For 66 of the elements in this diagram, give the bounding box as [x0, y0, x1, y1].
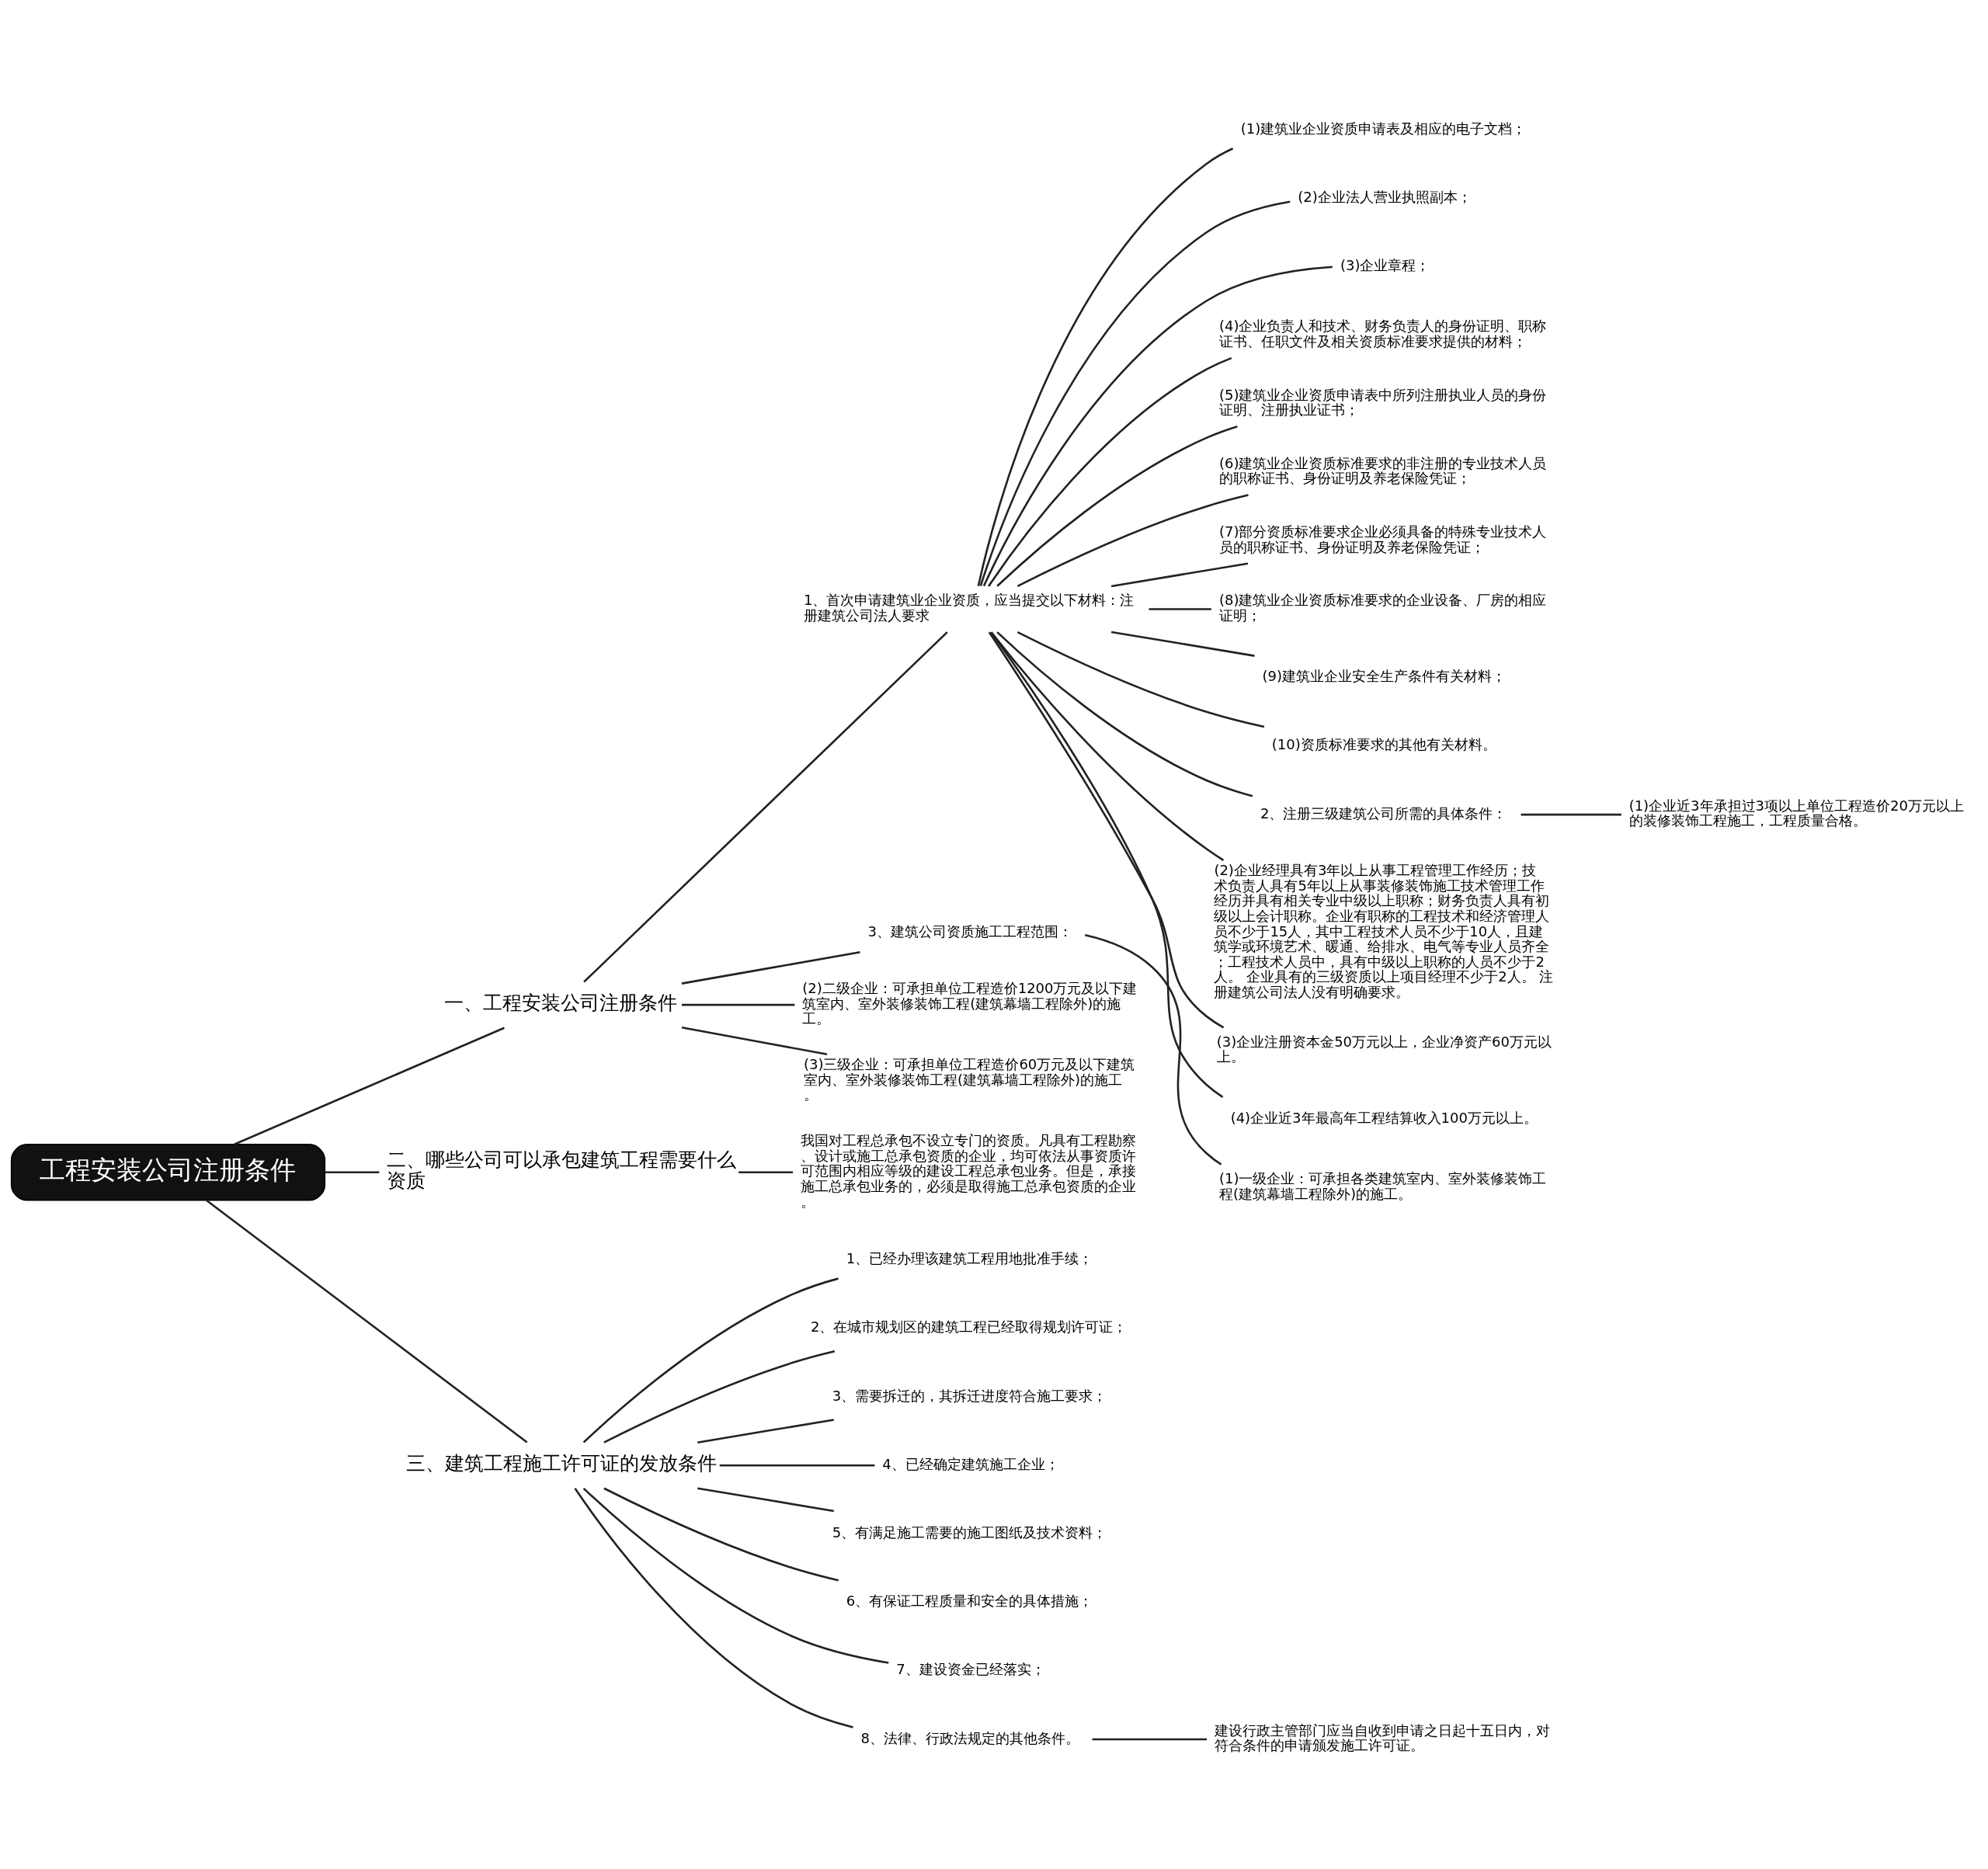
node-text: 7、建设资金已经落实；: [896, 1661, 1045, 1678]
connector: [681, 1026, 828, 1056]
connector: [990, 631, 1224, 1098]
connector: [1110, 631, 1255, 657]
connector: [1092, 1738, 1207, 1741]
node-text: (3)企业注册资本金50万元以上，企业净资产60万元以上。: [1216, 1033, 1552, 1065]
node-text: 3、需要拆迁的，其拆迁进度符合施工要求；: [832, 1387, 1107, 1404]
node-text: (8)建筑业企业资质标准要求的企业设备、厂房的相应证明；: [1218, 592, 1547, 624]
node-text: 2、在城市规划区的建筑工程已经取得规划许可证；: [810, 1318, 1128, 1336]
connector: [325, 1171, 380, 1174]
connector: [1110, 562, 1249, 588]
connector: [1085, 933, 1222, 1166]
connector: [979, 200, 1291, 586]
connector: [603, 1487, 839, 1582]
connector: [719, 1464, 875, 1467]
connector: [681, 950, 860, 985]
connector: [574, 1487, 853, 1728]
node-text: (2)企业经理具有3年以上从事工程管理工作经历；技术负责人具有5年以上从事装修装饰施工技术管理工作经历并具有相关专业中级以上职称；财务负责人具有初级以上会计职称。企业有职称的工程技术和经济管理人员不少于15人，其中工程技术人员不少于10人，且建筑学或环境艺术、暖通、给排水、电气等专业人员齐全；工程技术人员中，具有中级以上职称的人员不少于2人。 企业具有的三级资质以上项目经理不少于2人。 注册建筑公司法人没有明确要求。: [1214, 862, 1554, 1001]
node-text: (6)建筑业企业资质标准要求的非注册的专业技术人员的职称证书、身份证明及养老保险凭证；: [1218, 454, 1547, 487]
connector: [234, 1027, 505, 1145]
node-text: (5)建筑业企业资质申请表中所列注册执业人员的身份证明、注册执业证书；: [1218, 386, 1547, 419]
node-text: 二、哪些公司可以承包建筑工程需要什么资质: [387, 1148, 737, 1193]
connector: [1521, 813, 1621, 816]
node-text: 2、注册三级建筑公司所需的具体条件：: [1260, 804, 1507, 822]
node-text: 1、已经办理该建筑工程用地批准手续；: [846, 1250, 1093, 1267]
connector: [697, 1487, 834, 1513]
node-text: 一、工程安装公司注册条件: [443, 991, 677, 1014]
node-text: (3)三级企业：可承担单位工程造价60万元及以下建筑室内、室外装修装饰工程(建筑幕墙工程除外)的施工。: [803, 1056, 1135, 1103]
node-text: (7)部分资质标准要求企业必须具备的特殊专业技术人员的职称证书、身份证明及养老保险凭证；: [1218, 523, 1547, 555]
node-text: 6、有保证工程质量和安全的具体措施；: [846, 1593, 1093, 1610]
node-box: 工程安装公司注册条件: [10, 1144, 326, 1201]
connector: [988, 631, 1225, 1029]
connector: [603, 1350, 836, 1443]
node-text: 4、已经确定建筑施工企业；: [882, 1455, 1059, 1472]
connector: [982, 266, 1333, 587]
node-text: (1)一级企业：可承担各类建筑室内、室外装修装饰工程(建筑幕墙工程除外)的施工。: [1218, 1170, 1547, 1202]
node-text: 三、建筑工程施工许可证的发放条件: [405, 1451, 717, 1475]
node-text: (1)建筑业企业资质申请表及相应的电子文档；: [1240, 120, 1527, 137]
connector: [739, 1171, 793, 1174]
node-text: 1、首次申请建筑业企业资质，应当提交以下材料：注册建筑公司法人要求: [803, 592, 1135, 624]
node-text: 建设行政主管部门应当自收到申请之日起十五日内，对符合条件的申请颁发施工许可证。: [1215, 1721, 1551, 1754]
node-text: (4)企业负责人和技术、财务负责人的身份证明、职称证书、任职文件及相关资质标准要求提供的材料；: [1218, 318, 1547, 349]
node-text: (3)企业章程；: [1340, 256, 1430, 273]
node-text: (2)二级企业：可承担单位工程造价1200万元及以下建筑室内、室外装修装饰工程(建筑幕墙工程除外)的施工。: [802, 980, 1138, 1027]
node-text: 3、建筑公司资质施工工程范围：: [867, 922, 1072, 940]
node-text: (2)企业法人营业执照副本；: [1298, 188, 1472, 205]
node-text: (9)建筑业企业安全生产条件有关材料；: [1262, 668, 1506, 685]
connector: [1017, 631, 1265, 728]
connector: [996, 426, 1238, 587]
connector: [697, 1419, 834, 1443]
node-text: 我国对工程总承包不设立专门的资质。凡具有工程勘察、设计或施工总承包资质的企业，均可依法从事资质许可范围内相应等级的建设工程总承包业务。但是，承接施工总承包业务的，必须是取得施工总承包资质的企业。: [800, 1132, 1136, 1210]
connector: [681, 1003, 795, 1006]
connector: [977, 148, 1234, 587]
node-text: (4)企业近3年最高年工程结算收入100万元以上。: [1230, 1109, 1538, 1126]
connector: [1149, 608, 1211, 610]
connector: [206, 1199, 528, 1443]
connector: [1017, 494, 1249, 588]
connector: [996, 631, 1253, 797]
connector: [582, 1487, 889, 1664]
node-text: 8、法律、行政法规定的其他条件。: [860, 1729, 1079, 1746]
connector: [583, 631, 948, 983]
connector: [987, 356, 1232, 587]
node-text: 5、有满足施工需要的施工图纸及技术资料；: [832, 1523, 1107, 1541]
node-text: (10)资质标准要求的其他有关材料。: [1271, 736, 1496, 753]
connector: [582, 1277, 839, 1443]
node-text: (1)企业近3年承担过3项以上单位工程造价20万元以上的装修装饰工程施工，工程质量合格。: [1628, 797, 1964, 829]
